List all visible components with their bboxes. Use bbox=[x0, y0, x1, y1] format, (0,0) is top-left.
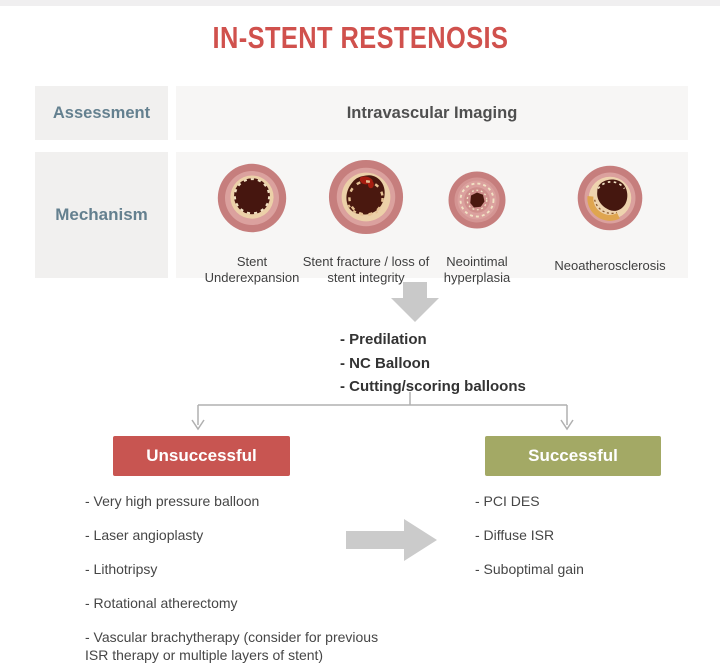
mechanism-row-content: Stent Underexpansion Stent fracture / lo… bbox=[176, 152, 688, 285]
mechanism-item-stent-fracture: Stent fracture / loss of stent integrity bbox=[291, 158, 441, 285]
unsuccessful-options-list: - Very high pressure balloon - Laser ang… bbox=[85, 492, 405, 670]
stent-underexpansion-icon bbox=[217, 163, 287, 233]
mechanism-item-neointimal-hyperplasia: Neointimal hyperplasia bbox=[427, 170, 527, 285]
list-item: - Vascular brachytherapy (consider for p… bbox=[85, 629, 379, 663]
list-item: - Diffuse ISR bbox=[475, 527, 555, 543]
mechanism-item-neoatherosclerosis: Neoatherosclerosis bbox=[538, 164, 682, 273]
treatment-item: - Cutting/scoring balloons bbox=[340, 378, 526, 395]
page-title-text: IN-STENT RESTENOSIS bbox=[212, 20, 508, 55]
list-item: - PCI DES bbox=[475, 493, 540, 509]
top-border-strip bbox=[0, 0, 720, 6]
successful-box: Successful bbox=[485, 436, 661, 476]
list-item: - Rotational atherectomy bbox=[85, 595, 238, 611]
mechanism-row-label: Mechanism bbox=[35, 152, 168, 278]
mechanism-item-label: Stent fracture / loss of stent integrity bbox=[302, 254, 430, 286]
stent-fracture-icon bbox=[328, 159, 404, 235]
mechanism-item-label: Neoatherosclerosis bbox=[554, 258, 666, 273]
list-item: - Suboptimal gain bbox=[475, 561, 584, 577]
page-title: IN-STENT RESTENOSIS bbox=[0, 20, 720, 56]
mechanism-item-label: Neointimal hyperplasia bbox=[443, 254, 511, 286]
mechanism-label-text: Mechanism bbox=[55, 205, 148, 224]
successful-box-label: Successful bbox=[528, 446, 618, 465]
treatment-item: - NC Balloon bbox=[340, 354, 430, 372]
down-arrow-icon bbox=[391, 282, 439, 322]
unsuccessful-box-label: Unsuccessful bbox=[146, 446, 257, 465]
list-item: - Very high pressure balloon bbox=[85, 493, 260, 509]
mechanism-item-stent-underexpansion: Stent Underexpansion bbox=[192, 162, 312, 285]
assessment-row-content: Intravascular Imaging bbox=[176, 86, 688, 140]
assessment-row-label: Assessment bbox=[35, 86, 168, 140]
list-item: - Lithotripsy bbox=[85, 561, 158, 577]
initial-treatment-list: - Predilation - NC Balloon - Cutting/sco… bbox=[340, 328, 526, 399]
assessment-value-text: Intravascular Imaging bbox=[346, 103, 518, 122]
right-arrow-icon bbox=[346, 519, 437, 561]
unsuccessful-box: Unsuccessful bbox=[113, 436, 290, 476]
neointimal-hyperplasia-icon bbox=[448, 171, 506, 229]
neoatherosclerosis-icon bbox=[577, 165, 643, 231]
successful-options-list: - PCI DES - Diffuse ISR - Suboptimal gai… bbox=[475, 492, 675, 594]
mechanism-item-label: Stent Underexpansion bbox=[204, 254, 300, 286]
assessment-label-text: Assessment bbox=[52, 103, 151, 122]
treatment-item: - Predilation bbox=[340, 331, 427, 348]
list-item: - Laser angioplasty bbox=[85, 527, 204, 543]
